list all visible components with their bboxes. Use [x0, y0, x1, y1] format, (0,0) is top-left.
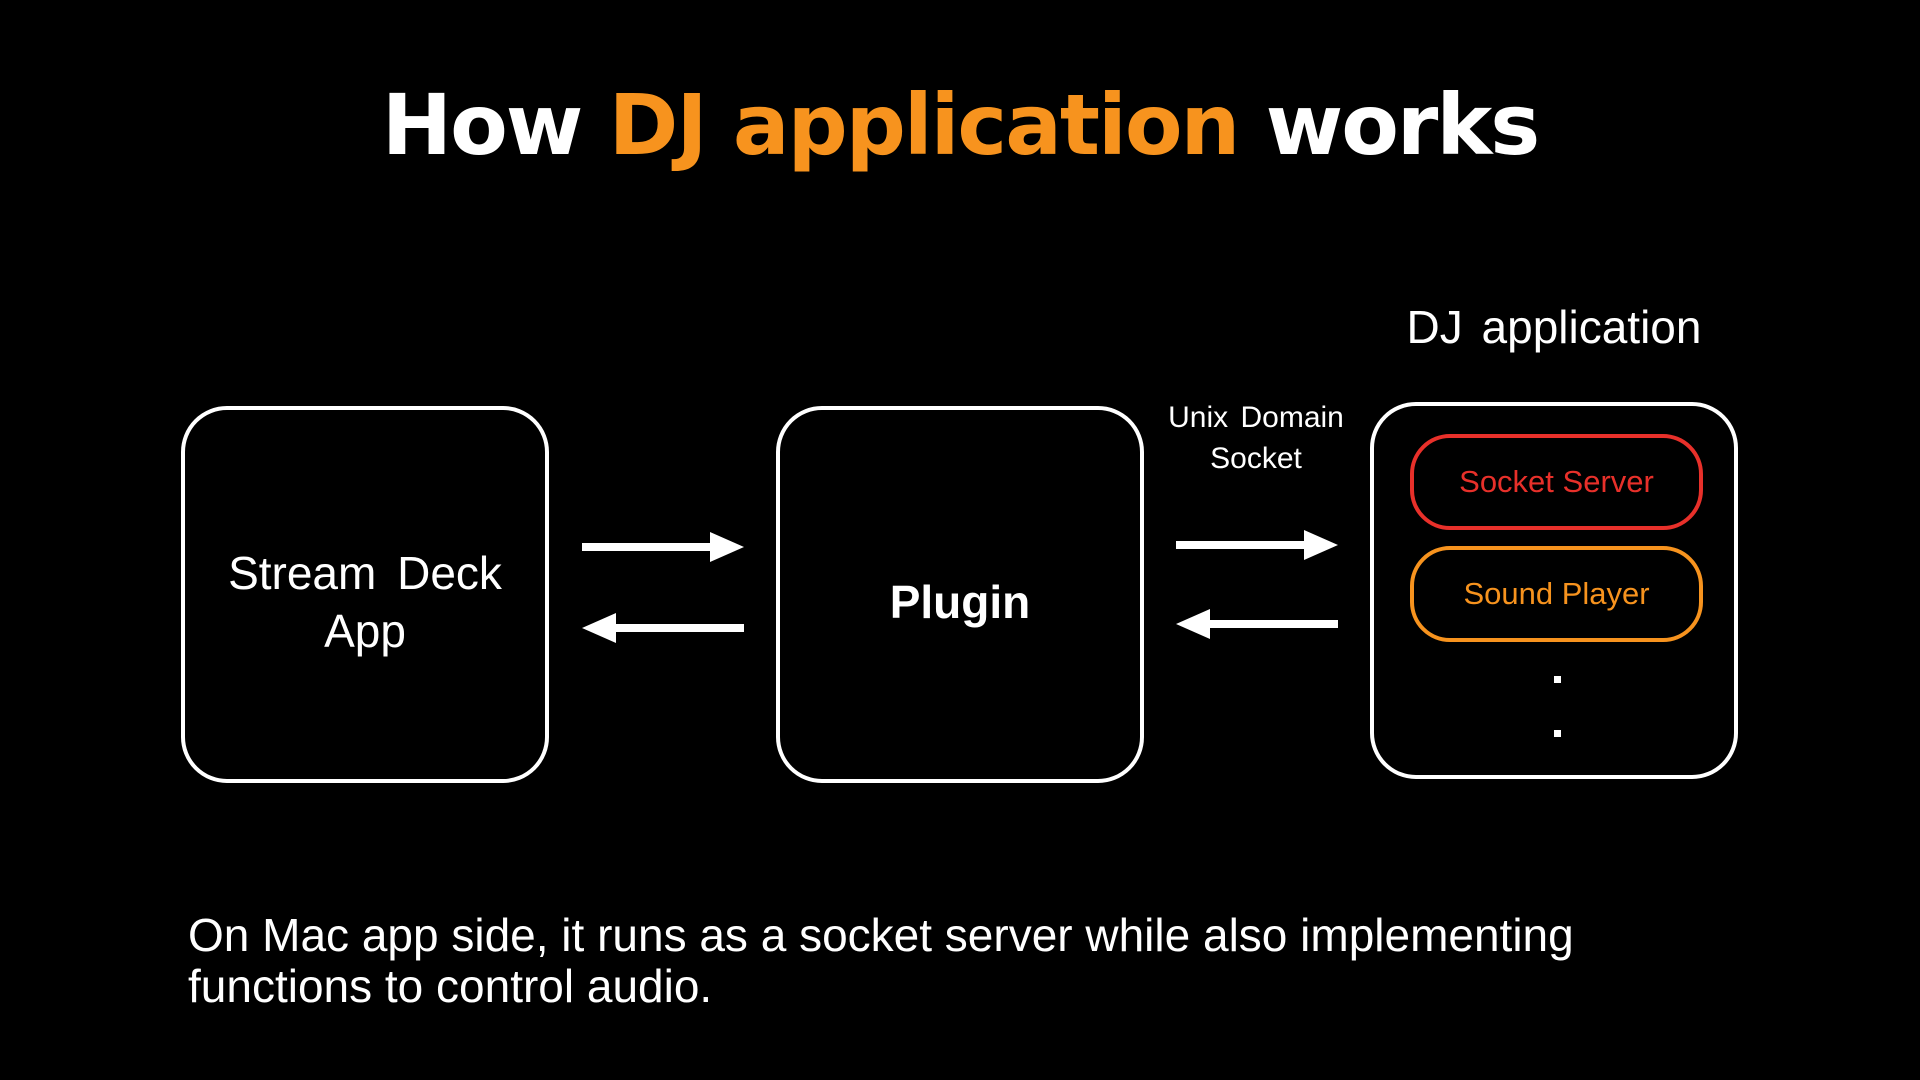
slide-caption: On Mac app side, it runs as a socket ser…: [188, 910, 1788, 1012]
ellipsis-dot-1: [1554, 676, 1561, 683]
stream-deck-app-box: Stream Deck App: [181, 406, 549, 783]
slide-title: How DJ application works: [0, 70, 1920, 180]
arrow-dj-application-to-plugin: [1176, 609, 1338, 639]
ellipsis-dot-2: [1554, 730, 1561, 737]
dj-application-box: Socket Server Sound Player: [1370, 402, 1738, 779]
title-word-works: works: [1265, 76, 1541, 174]
stream-deck-label-line1: Stream Deck: [228, 547, 502, 599]
arrow-streamdeck-to-plugin: [582, 532, 744, 562]
stream-deck-label-line2: App: [324, 605, 406, 657]
arrow-plugin-to-dj-application: [1176, 530, 1338, 560]
socket-label-line1: Unix Domain: [1168, 401, 1344, 434]
sound-player-pill: Sound Player: [1410, 546, 1703, 642]
plugin-label: Plugin: [889, 576, 1031, 628]
stream-deck-app-label: Stream Deck App: [185, 544, 545, 660]
title-word-dj-application: DJ application: [608, 76, 1241, 174]
socket-server-pill: Socket Server: [1410, 434, 1703, 530]
dj-application-title: DJ application: [1406, 301, 1702, 353]
unix-domain-socket-label: Unix Domain Socket: [1140, 397, 1372, 479]
socket-label-line2: Socket: [1210, 442, 1302, 475]
caption-line2: functions to control audio.: [188, 960, 713, 1012]
caption-line1: On Mac app side, it runs as a socket ser…: [188, 909, 1574, 961]
arrow-plugin-to-streamdeck: [582, 613, 744, 643]
plugin-box: Plugin: [776, 406, 1144, 783]
title-word-how: How: [381, 76, 584, 174]
